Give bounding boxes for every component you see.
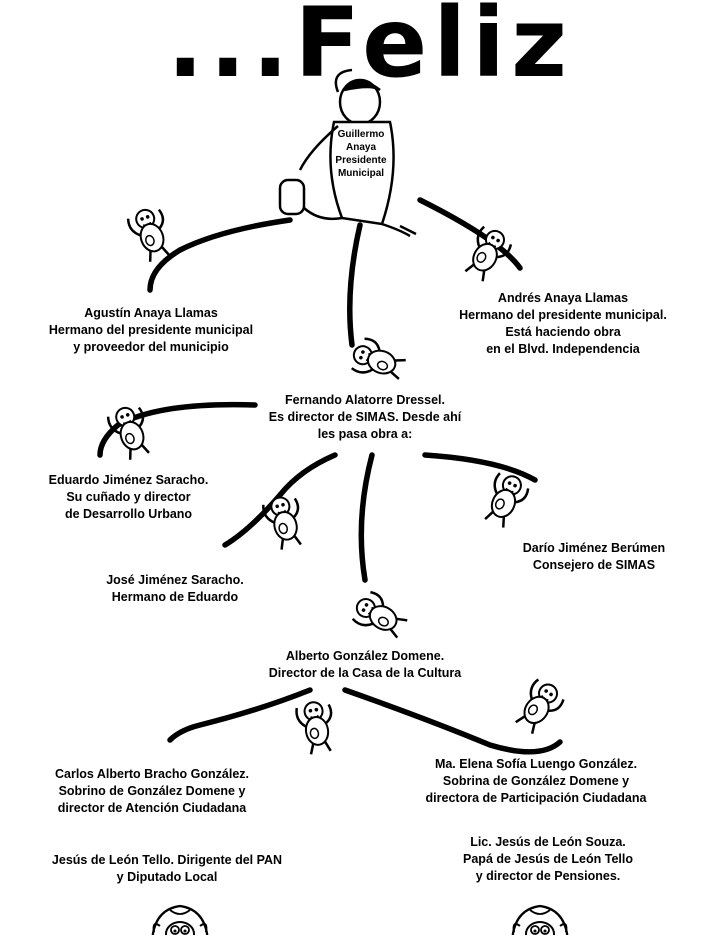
label-line: les pasa obra a: [317,427,413,441]
president-figure [278,68,417,238]
label-line: Andrés Anaya Llamas [497,291,629,305]
label-line: Su cuñado y director [66,490,191,504]
label-line: Ma. Elena Sofía Luengo González. [434,757,638,771]
label-line: Agustín Anaya Llamas [84,306,218,320]
monkey-icon-maelena [508,675,569,740]
branch-jose-mid [358,452,375,583]
branch-jose-left [222,452,338,548]
label-line: Hermano de Eduardo [111,590,239,604]
label-line: Darío Jiménez Berúmen [522,541,666,555]
label-line: Sobrino de González Domene y [58,784,246,798]
monkey-icon-fernando [347,334,410,387]
label-line: de Desarrollo Urbano [64,507,193,521]
label-jesus-souza: Lic. Jesús de León Souza. Papá de Jesús … [408,834,688,885]
label-line: Guillermo [337,129,385,140]
label-line: director de Atención Ciudadana [57,801,247,815]
label-maelena: Ma. Elena Sofía Luengo González. Sobrina… [368,756,704,807]
label-line: Carlos Alberto Bracho González. [54,767,250,781]
label-line: Eduardo Jiménez Saracho. [48,473,209,487]
label-carlos: Carlos Alberto Bracho González. Sobrino … [4,766,300,817]
label-line: Municipal [337,168,385,179]
label-line: Sobrina de González Domene y [442,774,630,788]
branch-maelena [342,687,563,755]
label-line: Hermano del presidente municipal. [459,308,667,322]
branch-andres [417,197,523,271]
label-alberto: Alberto González Domene. Director de la … [220,648,510,682]
label-line: Es director de SIMAS. Desde ahí [268,410,462,424]
monkey-icon-jose [260,492,310,553]
tree-branches [97,197,563,755]
label-line: y director de Pensiones. [475,869,621,883]
label-line: Anaya [345,142,376,153]
headline-title: ...Feliz [167,0,573,99]
branch-carlos [167,687,313,743]
label-line: Jesús de León Tello. Dirigente del PAN [51,853,283,867]
label-andres: Andrés Anaya Llamas Hermano del presiden… [418,290,708,358]
monkey-icon-dario [477,468,533,532]
monkey-face-icon-right [510,904,570,935]
monkey-icon-alberto [348,587,413,646]
label-line: Está haciendo obra [505,325,621,339]
label-line: Alberto González Domene. [285,649,445,663]
branch-dario [422,452,538,483]
label-line: Director de la Casa de la Cultura [268,666,462,680]
label-line: y proveedor del municipio [73,340,229,354]
label-jesus-tello: Jesús de León Tello. Dirigente del PAN y… [4,852,330,886]
monkey-face-icon-left [150,904,210,935]
label-line: Consejero de SIMAS [532,558,656,572]
label-line: Fernando Alatorre Dressel. [284,393,445,407]
label-fernando: Fernando Alatorre Dressel. Es director d… [225,392,505,443]
monkey-icon-agustin [124,203,177,266]
label-agustin: Agustín Anaya Llamas Hermano del preside… [6,305,296,356]
label-guillermo: Guillermo Anaya Presidente Municipal [318,128,404,180]
label-line: en el Blvd. Independencia [486,342,640,356]
monkey-icon-carlos [293,698,339,757]
label-line: y Diputado Local [116,870,218,884]
branch-agustin [147,217,293,293]
monkey-icon-andres [457,222,516,287]
label-dario: Darío Jiménez Berúmen Consejero de SIMAS [482,540,706,574]
label-line: Papá de Jesús de León Tello [463,852,633,866]
label-line: Hermano del presidente municipal [48,323,254,337]
branch-fernando [347,222,363,348]
label-line: directora de Participación Ciudadana [425,791,647,805]
label-line: Lic. Jesús de León Souza. [470,835,626,849]
label-eduardo: Eduardo Jiménez Saracho. Su cuñado y dir… [6,472,251,523]
label-jose: José Jiménez Saracho. Hermano de Eduardo [60,572,290,606]
label-line: José Jiménez Saracho. [106,573,244,587]
label-line: Presidente [335,155,387,166]
